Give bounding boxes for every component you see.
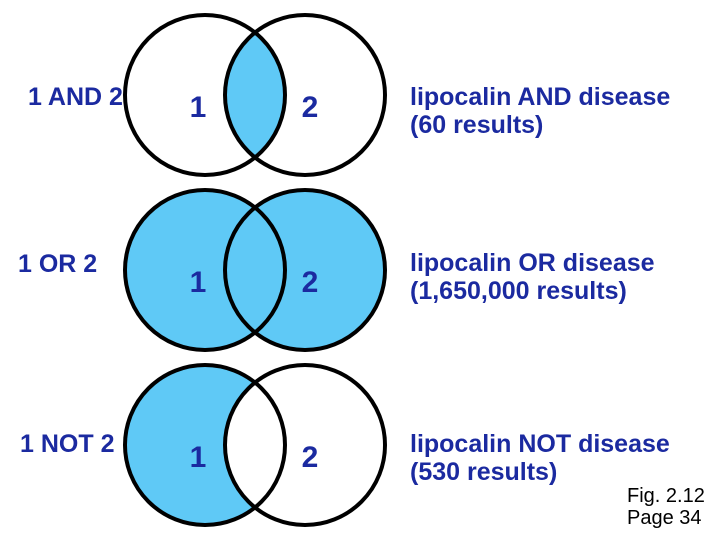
venn-not-circle-2-label: 2 <box>302 441 319 474</box>
venn-and-circle-2-label: 2 <box>302 91 319 124</box>
venn-not-circle-1-outline <box>123 363 287 527</box>
venn-not-circle-2-outline <box>223 363 387 527</box>
operator-label-and: 1 AND 2 <box>28 83 123 111</box>
result-text-not: lipocalin NOT disease (530 results) <box>410 430 670 486</box>
figure-caption-line2: Page 34 <box>627 507 702 529</box>
operator-label-not: 1 NOT 2 <box>20 430 115 458</box>
result-or-line1: lipocalin OR disease <box>410 249 655 277</box>
result-and-line1: lipocalin AND disease <box>410 83 671 111</box>
venn-and-circle-1-outline <box>123 13 287 177</box>
venn-or-circle-1-outline <box>123 188 287 352</box>
result-or-line2: (1,650,000 results) <box>410 277 627 305</box>
venn-and-intersection-region <box>225 15 285 175</box>
venn-or-circle-2-label: 2 <box>302 266 319 299</box>
result-not-line1: lipocalin NOT disease <box>410 430 670 458</box>
venn-or-circle-2-outline <box>223 188 387 352</box>
venn-diagram-and: 1 2 <box>123 13 387 177</box>
result-not-line2: (530 results) <box>410 458 558 486</box>
result-and-line2: (60 results) <box>410 111 544 139</box>
venn-and-circle-2-outline <box>223 13 387 177</box>
figure-caption: Fig. 2.12 Page 34 <box>627 485 705 529</box>
result-text-or: lipocalin OR disease (1,650,000 results) <box>410 249 655 305</box>
venn-or-circle-2 <box>225 190 385 350</box>
venn-diagram-or: 1 2 <box>123 188 387 352</box>
figure-caption-line1: Fig. 2.12 <box>627 485 705 507</box>
venn-not-circle-2 <box>225 365 385 525</box>
venn-and-circle-1-label: 1 <box>190 91 207 124</box>
venn-diagram-not: 1 2 <box>123 363 387 527</box>
operator-label-or: 1 OR 2 <box>18 250 98 278</box>
result-text-and: lipocalin AND disease (60 results) <box>410 83 670 139</box>
venn-or-circle-1-label: 1 <box>190 266 207 299</box>
venn-not-circle-1-label: 1 <box>190 441 207 474</box>
